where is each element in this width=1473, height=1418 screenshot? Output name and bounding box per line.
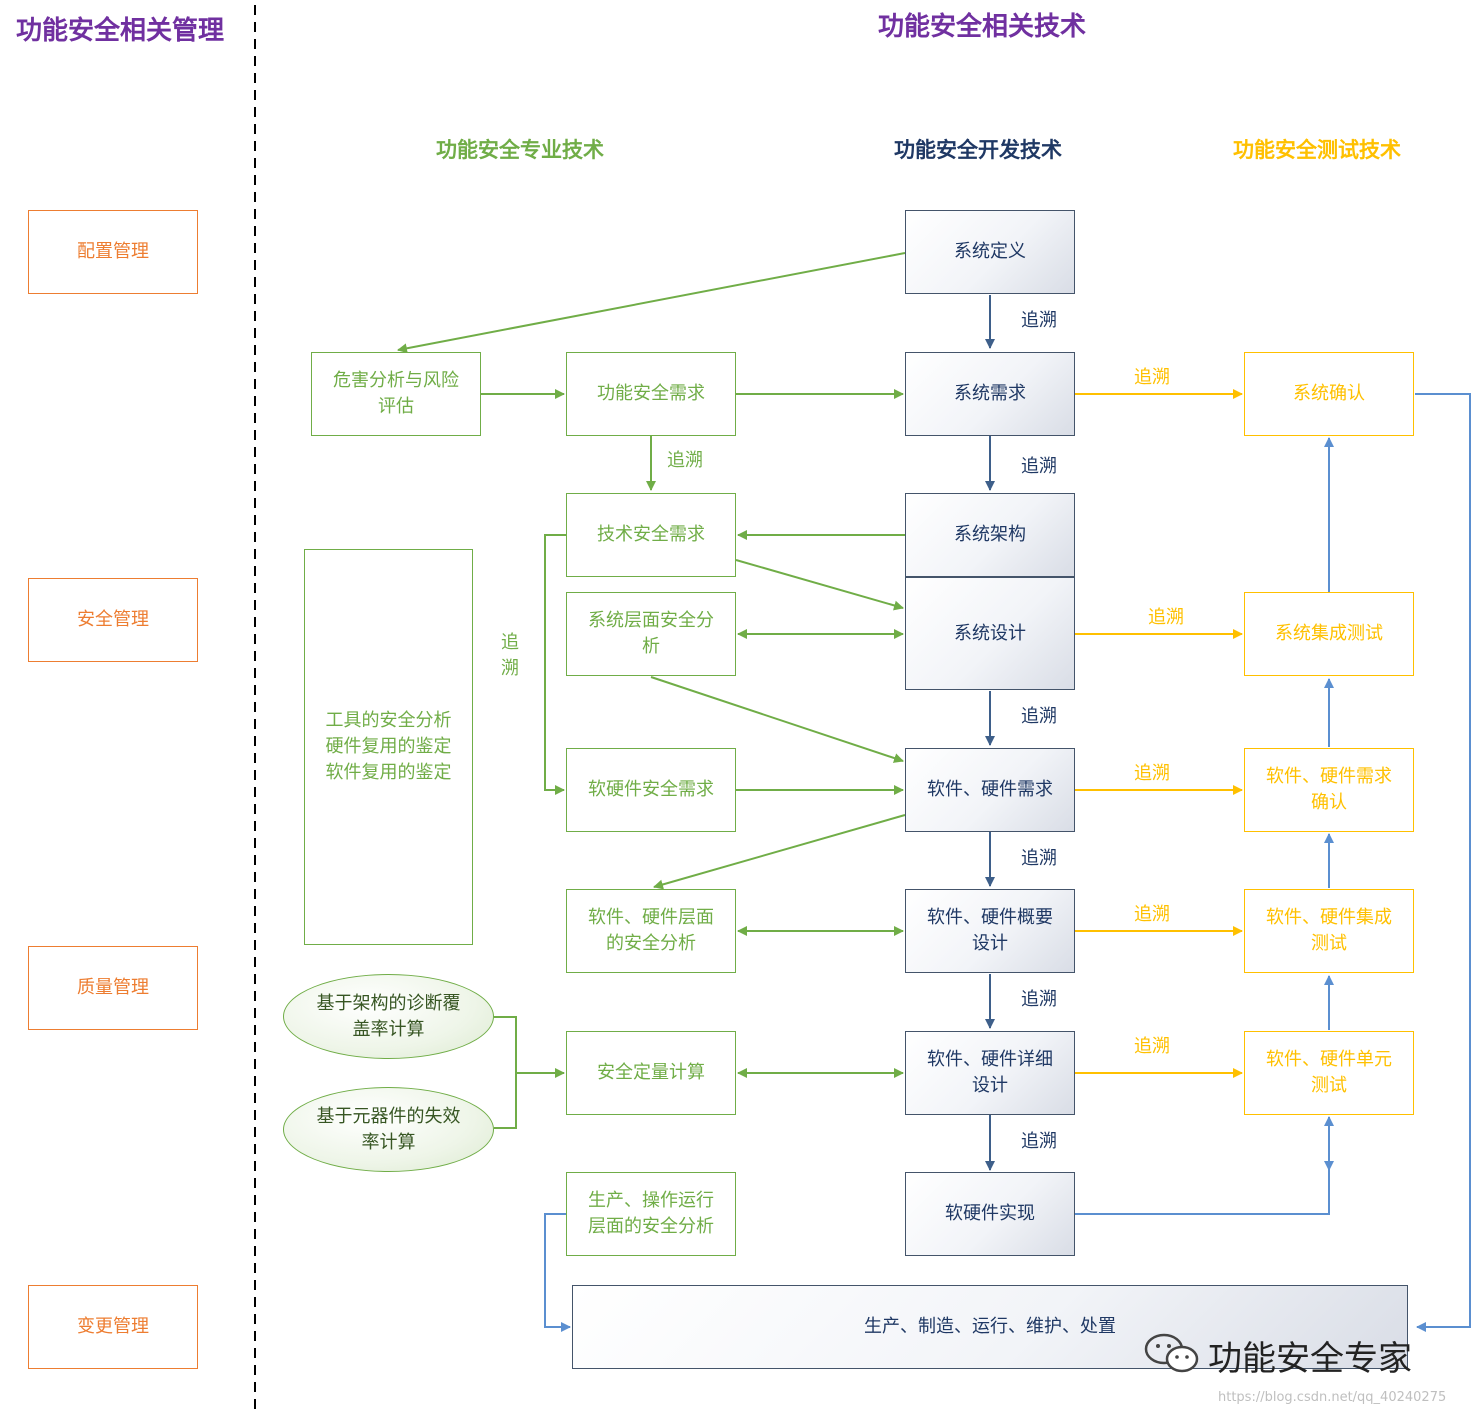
system-safety-analysis-line2: 析 [642,636,660,657]
req-confirmation-line2: 确认 [1311,792,1347,813]
system-design-label: 系统设计 [954,622,1026,644]
trace-label: 追溯 [1021,848,1057,869]
hw-sw-requirements-label: 软件、硬件需求 [927,779,1053,800]
hw-sw-safety-analysis-box[interactable]: 软件、硬件层面 的安全分析 [566,889,736,973]
unit-test-line1: 软件、硬件单元 [1266,1049,1392,1070]
hw-sw-unit-test-box[interactable]: 软件、硬件单元 测试 [1244,1031,1414,1115]
hw-sw-implementation-label: 软硬件实现 [945,1203,1035,1224]
production-analysis-box[interactable]: 生产、操作运行 层面的安全分析 [566,1172,736,1256]
system-requirements-box[interactable]: 系统需求 [905,352,1075,436]
req-confirmation-line1: 软件、硬件需求 [1266,766,1392,787]
diag-coverage-line2: 盖率计算 [352,1018,425,1040]
trace-vertical-char2: 溯 [501,658,519,679]
trace-label: 追溯 [1021,989,1057,1010]
overview-design-line2: 设计 [972,933,1008,954]
integration-test-line1: 软件、硬件集成 [1266,907,1392,928]
quality-management-box[interactable]: 质量管理 [28,946,198,1030]
tools-box-line3: 软件复用的鉴定 [325,762,452,783]
quant-calc-label: 安全定量计算 [597,1062,705,1083]
system-architecture-box[interactable]: 系统架构 [905,493,1075,577]
wechat-icon [1142,1331,1202,1375]
quant-calc-box[interactable]: 安全定量计算 [566,1031,736,1115]
system-design-box[interactable]: 系统设计 [905,577,1075,690]
system-safety-analysis-box[interactable]: 系统层面安全分 析 [566,592,736,676]
production-label: 生产、制造、运行、维护、处置 [864,1316,1116,1337]
trace-label: 追溯 [667,450,703,471]
system-validation-label: 系统确认 [1293,383,1365,404]
overview-design-line1: 软件、硬件概要 [927,907,1053,928]
trace-label: 追溯 [1134,904,1170,925]
technology-title: 功能安全相关技术 [878,12,1087,42]
failure-rate-line2: 率计算 [361,1131,416,1153]
quality-management-label: 质量管理 [77,977,149,998]
trace-label: 追溯 [1021,456,1057,477]
production-box[interactable]: 生产、制造、运行、维护、处置 [572,1285,1408,1369]
system-safety-analysis-line1: 系统层面安全分 [588,610,714,631]
hw-sw-safety-req-box[interactable]: 软硬件安全需求 [566,748,736,832]
system-definition-label: 系统定义 [954,241,1026,262]
trace-label: 追溯 [1134,367,1170,388]
trace-label: 追溯 [1021,310,1057,331]
hw-sw-safety-analysis-line2: 的安全分析 [606,933,696,954]
config-management-box[interactable]: 配置管理 [28,210,198,294]
fs-requirements-box[interactable]: 功能安全需求 [566,352,736,436]
trace-label: 追溯 [1134,1036,1170,1057]
system-validation-box[interactable]: 系统确认 [1244,352,1414,436]
detail-design-line2: 设计 [972,1075,1008,1096]
hazard-analysis-line1: 危害分析与风险 [333,370,459,391]
tools-box-line1: 工具的安全分析 [325,710,452,731]
trace-vertical-char1: 追 [501,632,519,653]
change-management-label: 变更管理 [77,1316,149,1337]
production-analysis-line2: 层面的安全分析 [588,1216,714,1237]
hw-sw-implementation-box[interactable]: 软硬件实现 [905,1172,1075,1256]
hw-sw-requirements-box[interactable]: 软件、硬件需求 [905,748,1075,832]
trace-label: 追溯 [1148,607,1184,628]
integration-test-line2: 测试 [1311,933,1347,954]
tools-box-line2: 硬件复用的鉴定 [325,736,452,757]
system-architecture-label: 系统架构 [954,524,1026,545]
hazard-analysis-line2: 评估 [378,396,414,417]
management-title: 功能安全相关管理 [16,16,225,46]
change-management-box[interactable]: 变更管理 [28,1285,198,1369]
system-requirements-label: 系统需求 [954,383,1026,404]
hw-sw-req-confirmation-box[interactable]: 软件、硬件需求 确认 [1244,748,1414,832]
tech-safety-req-box[interactable]: 技术安全需求 [566,493,736,577]
unit-test-line2: 测试 [1311,1075,1347,1096]
production-analysis-line1: 生产、操作运行 [588,1190,714,1211]
failure-rate-line1: 基于元器件的失效 [316,1105,461,1127]
hw-sw-detail-design-box[interactable]: 软件、硬件详细 设计 [905,1031,1075,1115]
professional-header: 功能安全专业技术 [436,138,604,162]
trace-vertical-label: 追 溯 [499,630,521,682]
diag-coverage-line1: 基于架构的诊断覆 [316,992,461,1014]
hw-sw-safety-req-label: 软硬件安全需求 [588,779,714,800]
trace-label: 追溯 [1021,1131,1057,1152]
detail-design-line1: 软件、硬件详细 [927,1049,1053,1070]
system-integration-test-label: 系统集成测试 [1275,623,1383,644]
development-header: 功能安全开发技术 [894,138,1062,162]
safety-management-box[interactable]: 安全管理 [28,578,198,662]
system-definition-box[interactable]: 系统定义 [905,210,1075,294]
trace-label: 追溯 [1134,763,1170,784]
hw-sw-safety-analysis-line1: 软件、硬件层面 [588,907,714,928]
tech-safety-req-label: 技术安全需求 [597,524,705,545]
failure-rate-ellipse[interactable]: 基于元器件的失效 率计算 [283,1087,494,1172]
hazard-analysis-box[interactable]: 危害分析与风险 评估 [311,352,481,436]
safety-management-label: 安全管理 [77,609,149,630]
tools-reuse-box[interactable]: 工具的安全分析 硬件复用的鉴定 软件复用的鉴定 [304,549,473,945]
hw-sw-overview-design-box[interactable]: 软件、硬件概要 设计 [905,889,1075,973]
trace-label: 追溯 [1021,706,1057,727]
watermark-text: 功能安全专家 [1208,1339,1412,1379]
diag-coverage-ellipse[interactable]: 基于架构的诊断覆 盖率计算 [283,974,494,1059]
hw-sw-integration-test-box[interactable]: 软件、硬件集成 测试 [1244,889,1414,973]
source-url: https://blog.csdn.net/qq_40240275 [1218,1390,1447,1405]
testing-header: 功能安全测试技术 [1233,138,1401,162]
fs-requirements-label: 功能安全需求 [597,383,705,404]
config-management-label: 配置管理 [77,241,149,262]
system-integration-test-box[interactable]: 系统集成测试 [1244,592,1414,676]
